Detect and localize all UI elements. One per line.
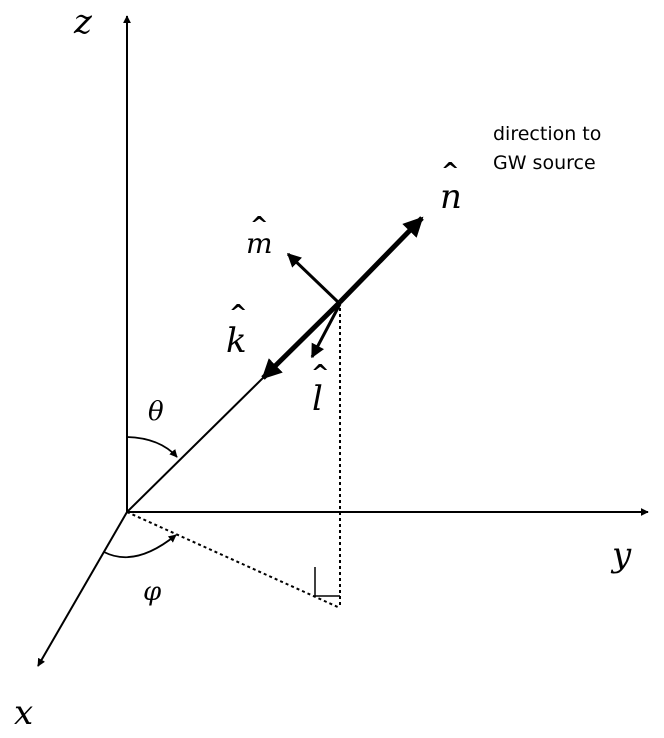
l-hat-label: l <box>312 379 323 419</box>
source-annotation-line1: direction to <box>493 123 601 145</box>
right-angle-marker <box>314 567 340 597</box>
x-axis <box>37 511 128 667</box>
l-hat-vector <box>310 303 342 359</box>
y-axis-label: y <box>610 535 632 575</box>
source-annotation-line2: GW source <box>493 152 596 174</box>
n-hat-label: n <box>440 177 462 217</box>
x-axis-label: x <box>14 693 33 733</box>
n-hat-vector <box>338 216 424 304</box>
l-hat-symbol: ^ <box>311 361 329 386</box>
k-hat-label: k <box>226 321 247 361</box>
m-hat-symbol: ^ <box>250 213 268 238</box>
k-hat-symbol: ^ <box>229 301 247 326</box>
theta-arc <box>126 436 178 458</box>
phi-label: φ <box>143 577 162 607</box>
phi-arc <box>103 534 177 559</box>
n-hat-symbol: ^ <box>441 159 459 184</box>
z-axis-label: z <box>73 2 93 42</box>
projection-xy <box>126 511 341 609</box>
m-hat-label: m <box>246 227 273 260</box>
k-hat-vector <box>261 300 342 380</box>
m-hat-vector <box>286 252 340 304</box>
theta-label: θ <box>148 397 164 427</box>
